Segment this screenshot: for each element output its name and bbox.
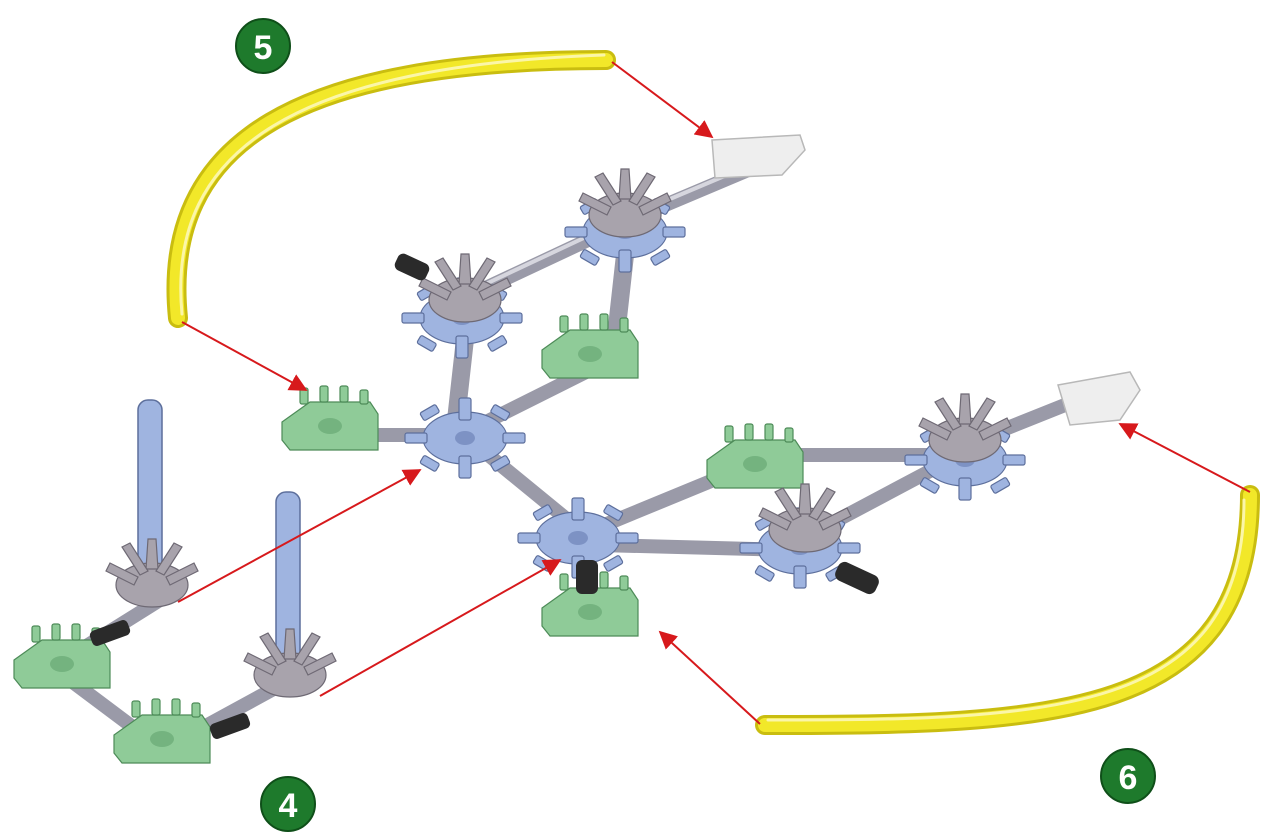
flexible-rod-step6 (755, 485, 1260, 735)
step-number-4: 4 (279, 787, 298, 825)
flexible-rod-step5 (166, 50, 616, 328)
step-number-6: 6 (1119, 759, 1138, 797)
green-connector-lower-bottom (113, 698, 211, 764)
arrow-rod6-to-white-right (1118, 423, 1251, 493)
arrow-rod5-to-white-top (611, 61, 714, 139)
arrow-step4-right-to-center (319, 559, 562, 697)
arrow-rod5-to-green-left (181, 321, 308, 391)
step-badge-4: 4 (260, 776, 316, 832)
lower-left-assembly (13, 399, 337, 764)
assembly-arrows (177, 61, 1251, 725)
black-pin-lower-2 (209, 713, 251, 739)
white-end-connector-top (711, 134, 806, 179)
arrow-step4-left-to-center (177, 469, 422, 603)
upper-assembly (281, 134, 806, 537)
green-connector-left (281, 385, 379, 451)
step-number-5: 5 (254, 29, 273, 67)
gray-connector-lower-right (243, 628, 337, 698)
green-connector-right-top (706, 423, 804, 489)
black-pin-lower-1 (89, 620, 131, 646)
arrow-rod6-to-green-bottom (658, 630, 761, 725)
step-badge-6: 6 (1100, 748, 1156, 804)
right-assembly (517, 371, 1141, 637)
gray-connector-lower-left (105, 538, 199, 608)
black-pin-center (576, 560, 598, 594)
green-connector-upper (541, 313, 639, 379)
white-end-connector-right (1057, 371, 1141, 426)
black-pin-upper (394, 253, 430, 281)
black-pin-right (835, 561, 879, 595)
step-badge-5: 5 (235, 18, 291, 74)
